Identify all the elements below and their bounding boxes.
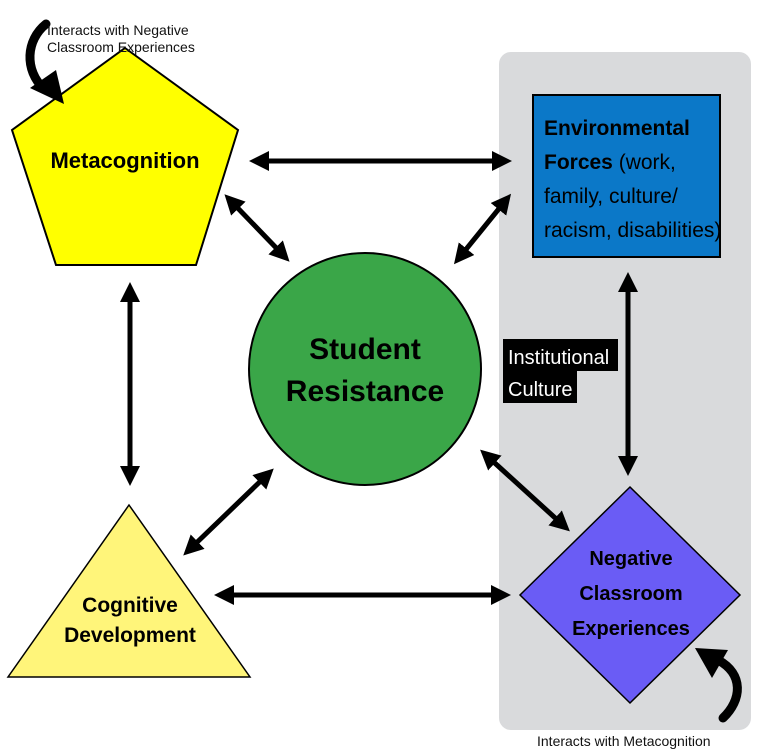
institutional-culture-label-2: Culture: [508, 379, 572, 401]
cognitive-development-triangle: [6, 503, 252, 678]
cognitive-development-label: Cognitive: [82, 594, 178, 617]
note-interacts-negative-line-2: Classroom Experiences: [47, 39, 195, 55]
negative-classroom-diamond: [518, 485, 742, 705]
curved-arrow-top-left: [25, 19, 64, 104]
note-interacts-negative-line-1: Interacts with Negative: [47, 22, 189, 38]
negative-classroom-label: Negative: [589, 548, 672, 570]
institutional-culture-label: Institutional: [508, 347, 609, 369]
environmental-forces-label: Environmental Forces (work, family, cult…: [544, 117, 721, 242]
arrow-resistance-cognitive: [183, 468, 274, 556]
arrow-environmental-resistance: [453, 193, 512, 265]
note-interacts-negative: Interacts with Negative Classroom Experi…: [47, 22, 195, 56]
negative-classroom-label-2: Classroom: [579, 583, 682, 605]
arrow-metacognition-resistance: [224, 194, 290, 262]
metacognition-pentagon: [10, 46, 240, 266]
institutional-culture-tag-1: [503, 339, 618, 371]
curved-arrow-bottom-right: [695, 648, 742, 723]
environmental-forces-box: [532, 94, 721, 258]
student-resistance-label: Student: [309, 333, 421, 366]
metacognition-label: Metacognition: [50, 148, 199, 173]
negative-classroom-label-3: Experiences: [572, 618, 690, 640]
student-resistance-circle: [248, 252, 482, 486]
arrow-resistance-negative: [480, 449, 570, 532]
institutional-culture-tag-2: [503, 371, 577, 403]
cognitive-development-label-2: Development: [64, 624, 196, 647]
note-interacts-metacognition: Interacts with Metacognition: [537, 733, 711, 749]
student-resistance-label-2: Resistance: [286, 375, 444, 408]
